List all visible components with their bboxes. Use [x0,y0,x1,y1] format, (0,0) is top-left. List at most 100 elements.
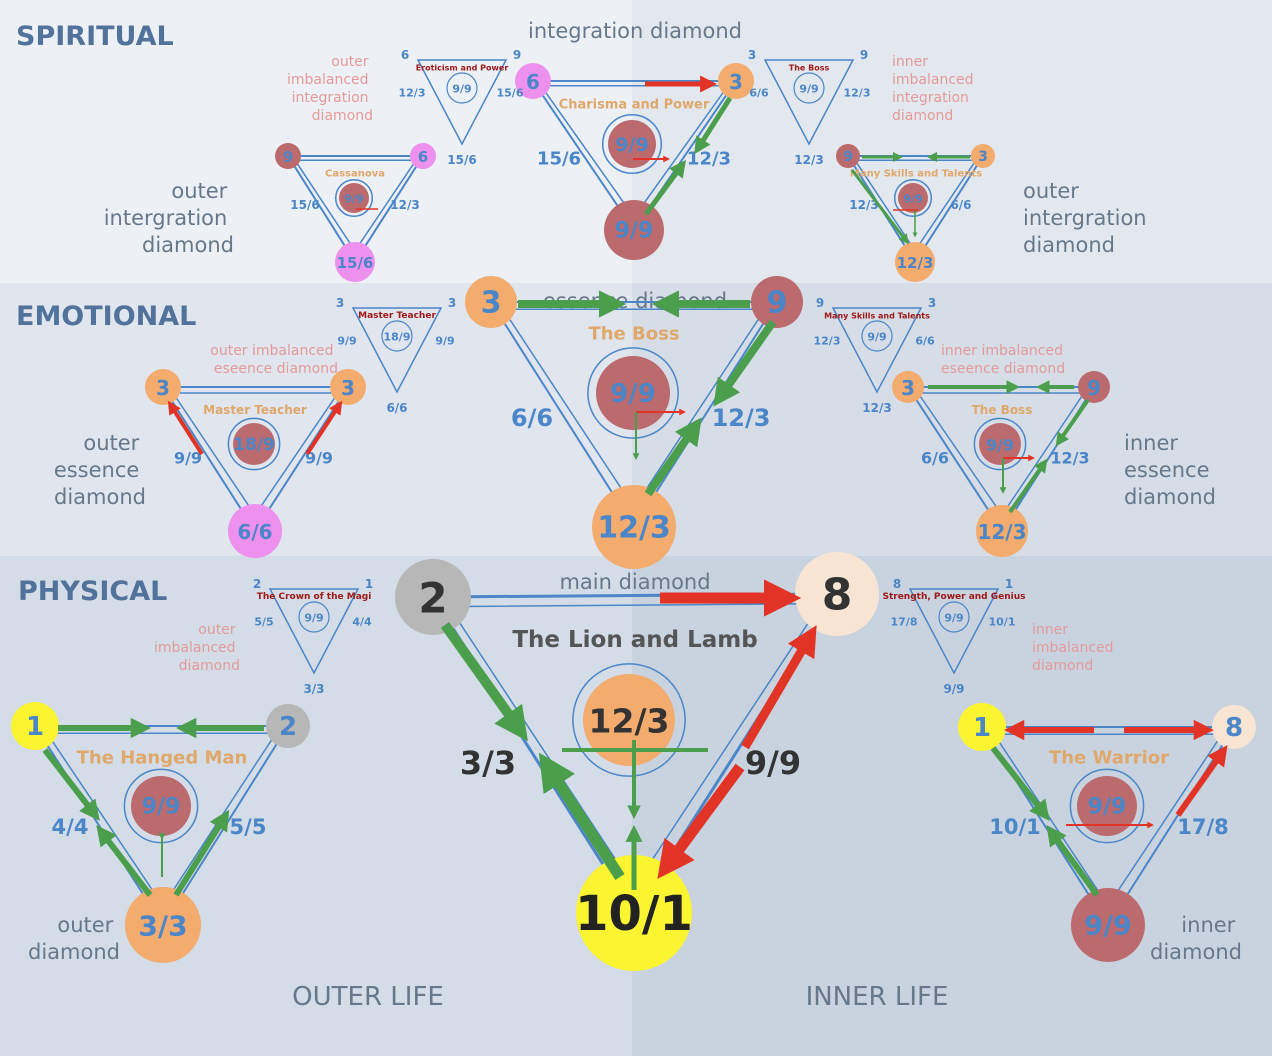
diamond-title: Many Skills and Talents [850,169,982,180]
center-value: 9/9 [903,193,922,206]
left-vertex-value: 6 [526,70,540,94]
imbalanced-triangle [268,588,360,675]
right-vertex-value: 2 [279,712,297,742]
right-vertex-node [751,276,803,328]
band-physical-inner [632,556,1272,1056]
imbalanced-center-value: 18/9 [384,331,411,344]
right-vertex-value: 3 [341,376,355,400]
bottom-vertex-node [592,485,676,569]
diamond-inner-triangle [171,392,340,517]
left-side-value: 3/3 [460,744,516,782]
center-ring [1069,768,1145,844]
imbalanced-center-ring [793,72,825,104]
imbalanced-right-value: 1 [1005,577,1013,591]
center-node [979,423,1021,465]
left-vertex-value: 9 [843,149,853,165]
right-side-value: 12/3 [390,198,419,212]
main-bottom-right-arrow [657,763,745,880]
imbalanced-center-ring [298,601,330,633]
imbalanced-bottom-value: 9/9 [943,682,964,696]
caption-outer-imbalanced-essence: outer imbalanced eseence diamond [210,343,338,377]
imbalanced-right-side-value: 9/9 [435,335,454,348]
center-ring [973,417,1027,471]
center-value: 9/9 [610,379,656,409]
imbalanced-right-value: 9 [860,48,868,62]
right-vertex-node [795,552,879,636]
right-vertex-value: 3 [729,70,743,94]
imbalanced-center-value: 9/9 [452,83,471,96]
center-value: 9/9 [615,134,648,156]
inner-main-bottom-left-arrow [1046,825,1100,897]
imbalanced-left-value: 6 [401,48,409,62]
right-side-value: 5/5 [230,815,267,839]
imbalanced-title: The Crown of the Magi [257,592,372,602]
inner-main-left-down-arrow [990,746,1050,821]
center-value: 9/9 [986,436,1014,455]
caption-outer-integration: outer intergration diamond [104,179,234,257]
band-spiritual-inner [632,0,1272,283]
imbalanced-center-value: 9/9 [799,83,818,96]
left-vertex-node [836,144,860,168]
right-side-value: 6/6 [950,198,971,212]
diamond-inner-triangle [539,85,730,219]
band-emotional-inner [632,283,1272,556]
right-vertex-value: 8 [822,570,853,621]
bottom-vertex-value: 9/9 [615,219,654,244]
bottom-vertex-node [228,504,282,558]
right-vertex-node [971,144,995,168]
center-ring [893,178,933,218]
bottom-vertex-value: 3/3 [138,910,187,943]
right-vertex-value: 9 [1087,376,1101,400]
left-vertex-node [145,369,181,405]
main-left-down-arrow [440,622,528,742]
essence-bottom-right-arrow [644,417,702,497]
bottom-vertex-value: 12/3 [977,520,1026,544]
right-vertex-value: 8 [1225,713,1243,743]
bottom-vertex-value: 12/3 [897,254,934,272]
imbalanced-center-value: 9/9 [304,612,323,625]
outer-main-bottom-right-arrow [173,809,230,897]
right-vertex-value: 3 [978,149,988,165]
center-node [608,120,656,168]
center-ring [572,663,686,777]
caption-outer-imbalanced-integration: outer imbalanced integration diamond [287,54,373,124]
left-side-value: 12/3 [849,198,878,212]
left-vertex-value: 3 [156,376,170,400]
right-side-value: 12/3 [687,149,731,170]
caption-outer-life: OUTER LIFE [292,982,444,1012]
outer-essence-left-up-arrow [167,400,204,456]
imbalanced-bottom-value: 6/6 [386,401,407,415]
diamond-title: The Hanged Man [77,748,248,769]
bottom-vertex-node [125,887,201,963]
center-ring [227,417,281,471]
imbalanced-triangle [908,588,1000,675]
imbalanced-center-ring [861,320,893,352]
inner-essence-right-down-arrow [1055,398,1090,447]
right-side-value: 12/3 [1050,449,1089,468]
caption-inner-imbalanced-main: inner imbalanced diamond [1032,622,1118,674]
left-vertex-value: 1 [26,712,44,742]
caption-inner-integration: outer intergration diamond [1023,179,1153,257]
imbalanced-left-side-value: 12/3 [399,87,426,100]
right-vertex-value: 9 [767,286,788,321]
inner-essence-bottom-right-arrow [1008,458,1048,514]
right-vertex-node [266,704,310,748]
imbalanced-left-side-value: 9/9 [337,335,356,348]
bottom-vertex-node [976,505,1028,557]
imbalanced-right-side-value: 6/6 [915,335,935,348]
inner-integration-left-down-arrow [850,169,909,245]
left-vertex-node [465,276,517,328]
imbalanced-title: Master Teacher [358,311,436,321]
imbalanced-left-side-value: 12/3 [814,335,841,348]
caption-outer-diamond: outer diamond [28,913,120,964]
center-node [1077,776,1137,836]
diamond-title: Master Teacher [203,403,307,417]
diamond-triangle [489,301,779,529]
imbalanced-left-side-value: 5/5 [254,616,273,629]
imbalanced-title: The Boss [789,64,830,73]
band-spiritual-outer [0,0,632,283]
center-value: 12/3 [589,702,670,741]
